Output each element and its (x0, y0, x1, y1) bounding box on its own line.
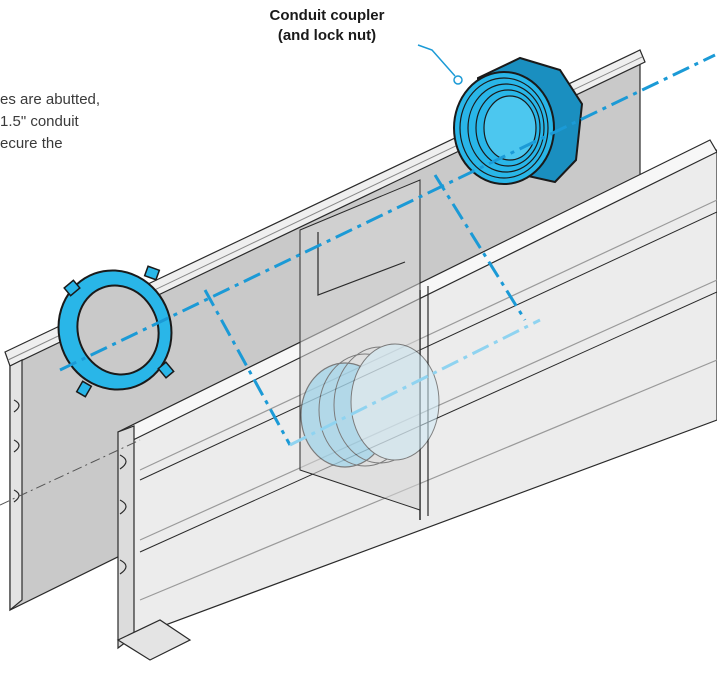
callout-line-2: (and lock nut) (277, 27, 377, 44)
description-line-1: es are abutted, (0, 91, 101, 108)
callout-line-1: Conduit coupler (269, 7, 385, 24)
description-line-3: ecure the (0, 135, 63, 152)
coupler-callout-label: Conduit coupler (and lock nut) (232, 6, 422, 46)
description-text: es are abutted, 1.5" conduit ecure the (0, 89, 170, 155)
center-axis-light (289, 318, 541, 447)
center-axis (59, 53, 716, 446)
callout-leader (417, 44, 463, 85)
guide-line (0, 439, 141, 506)
coupler-ghost (300, 343, 440, 468)
description-line-2: 1.5" conduit (0, 113, 79, 130)
conduit-coupler (453, 56, 584, 185)
